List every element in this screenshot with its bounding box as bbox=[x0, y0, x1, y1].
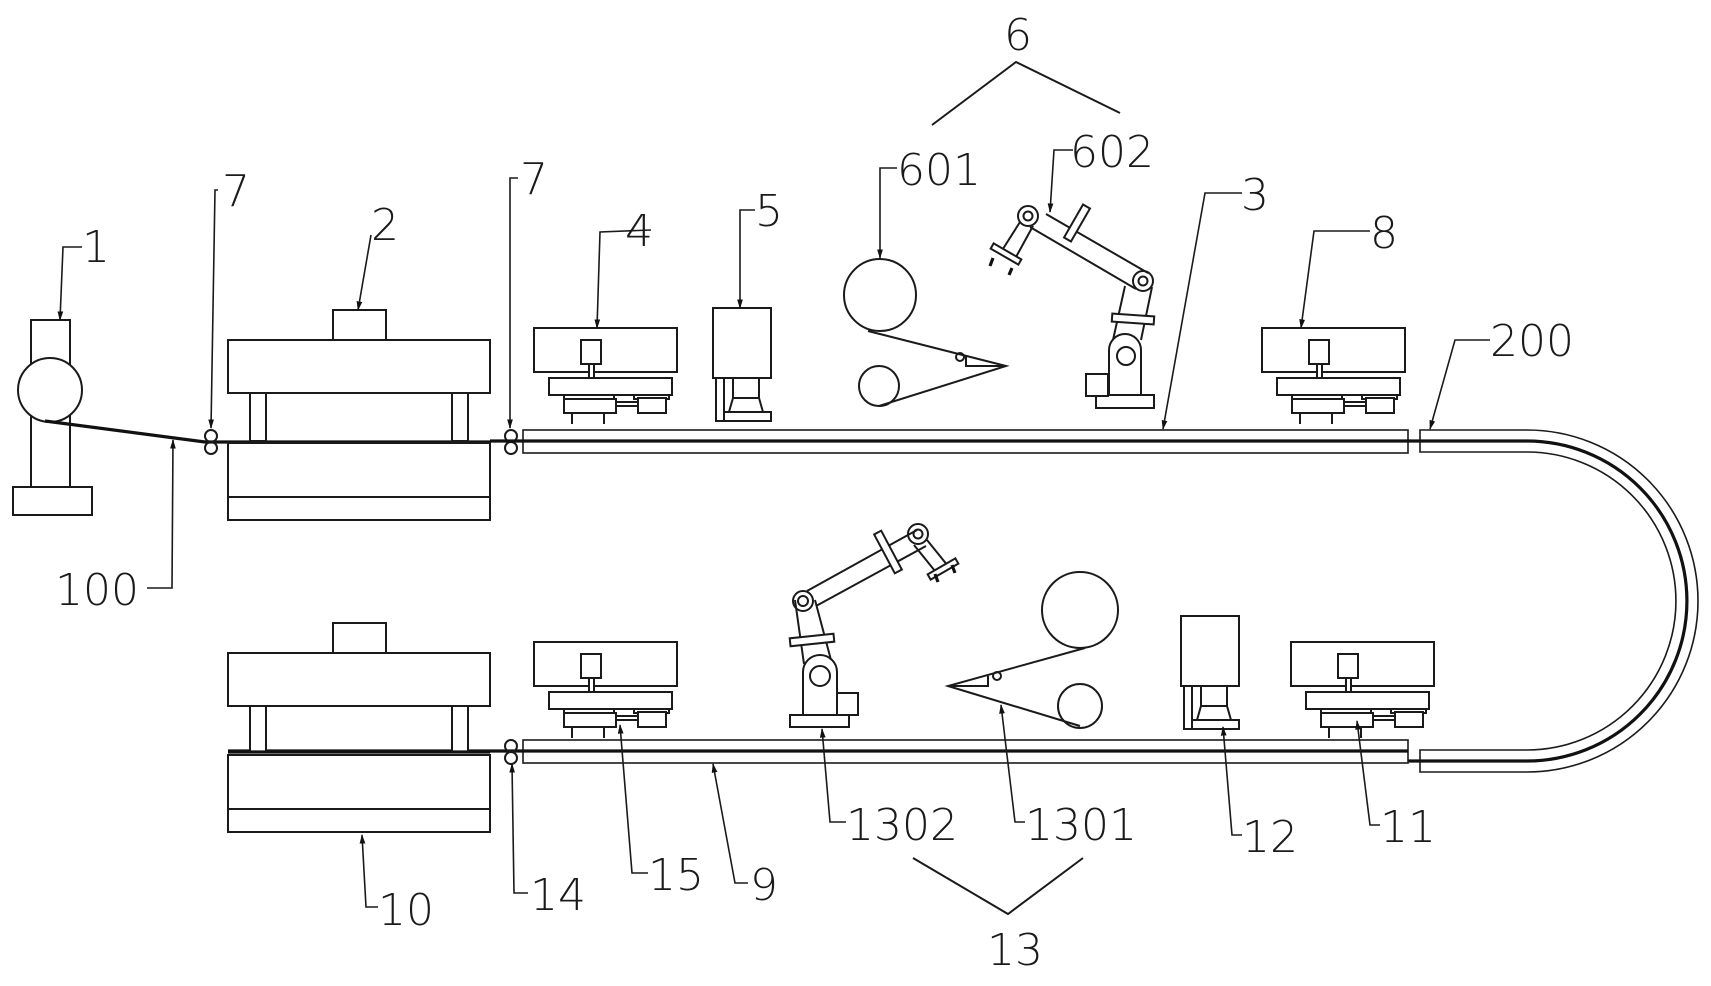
unit-plate bbox=[1305, 691, 1430, 710]
unit-rod bbox=[1343, 401, 1367, 407]
group-bracket-13 bbox=[912, 857, 1084, 916]
label-7-left: 7 bbox=[222, 166, 250, 217]
label-14: 14 bbox=[530, 870, 586, 921]
material-coil bbox=[17, 357, 83, 423]
unit-motor bbox=[580, 653, 602, 679]
unit-gripper-body bbox=[563, 712, 617, 728]
unit-rod bbox=[1372, 715, 1396, 721]
film-feeder-1301 bbox=[944, 571, 1119, 729]
unit-gripper-body bbox=[563, 398, 617, 414]
unit-plate bbox=[548, 691, 673, 710]
head-base bbox=[1191, 719, 1240, 730]
reference-labels: 1 7 7 2 4 5 6 601 602 3 8 200 100 10 14 … bbox=[55, 10, 1574, 976]
transfer-unit-15 bbox=[533, 641, 678, 738]
upper-conveyor bbox=[490, 429, 1409, 454]
transfer-unit-4 bbox=[533, 327, 678, 424]
unit-shaft bbox=[1316, 363, 1323, 379]
unit-plate bbox=[548, 377, 673, 396]
unit-rod bbox=[615, 715, 639, 721]
robot-arm-1302 bbox=[788, 523, 960, 728]
leader-lines bbox=[57, 149, 1490, 908]
processing-head-5 bbox=[712, 307, 772, 422]
head-housing bbox=[712, 307, 772, 379]
film-feeder-601 bbox=[843, 258, 1010, 407]
head-nozzle bbox=[727, 397, 765, 413]
unit-motor bbox=[1308, 339, 1330, 365]
label-10: 10 bbox=[378, 885, 434, 936]
label-1301: 1301 bbox=[1025, 800, 1137, 851]
unit-shaft bbox=[588, 677, 595, 693]
label-7-right: 7 bbox=[520, 154, 548, 205]
unit-shaft bbox=[1345, 677, 1352, 693]
press-lower bbox=[227, 622, 491, 833]
material-strip bbox=[44, 419, 490, 444]
label-602: 602 bbox=[1070, 127, 1154, 178]
head-base bbox=[723, 411, 772, 422]
label-9: 9 bbox=[750, 860, 778, 911]
label-12: 12 bbox=[1242, 812, 1298, 863]
head-guide bbox=[1183, 685, 1193, 730]
press-cylinder bbox=[332, 622, 387, 654]
processing-head-12 bbox=[1180, 615, 1240, 730]
label-1302: 1302 bbox=[846, 800, 958, 851]
label-6: 6 bbox=[1004, 10, 1032, 61]
unit-motor bbox=[1337, 653, 1359, 679]
unit-housing bbox=[533, 641, 678, 687]
label-4: 4 bbox=[625, 206, 653, 257]
label-2: 2 bbox=[371, 200, 399, 251]
head-housing bbox=[1180, 615, 1240, 687]
unit-gripper-body bbox=[1291, 398, 1345, 414]
label-5: 5 bbox=[755, 186, 783, 237]
head-guide bbox=[715, 377, 725, 422]
unwinder bbox=[12, 319, 93, 516]
unit-housing bbox=[1261, 327, 1406, 373]
label-200: 200 bbox=[1490, 316, 1574, 367]
unit-plate bbox=[1276, 377, 1401, 396]
label-15: 15 bbox=[648, 850, 704, 901]
curved-conveyor bbox=[1408, 429, 1699, 773]
press-cylinder bbox=[332, 309, 387, 341]
label-8: 8 bbox=[1370, 208, 1398, 259]
label-13: 13 bbox=[987, 925, 1043, 976]
label-1: 1 bbox=[82, 222, 110, 273]
unit-shaft bbox=[588, 363, 595, 379]
unit-cylinder bbox=[637, 711, 667, 728]
unit-housing bbox=[533, 327, 678, 373]
unit-gripper-body bbox=[1320, 712, 1374, 728]
robot-arm-602 bbox=[988, 203, 1156, 409]
unit-housing bbox=[1290, 641, 1435, 687]
label-11: 11 bbox=[1380, 802, 1436, 853]
unit-rod bbox=[615, 401, 639, 407]
head-nozzle bbox=[1195, 705, 1233, 721]
unit-cylinder bbox=[1365, 397, 1395, 414]
unit-cylinder bbox=[637, 397, 667, 414]
label-100: 100 bbox=[55, 565, 139, 616]
group-bracket-6 bbox=[931, 60, 1121, 126]
unit-cylinder bbox=[1394, 711, 1424, 728]
label-3: 3 bbox=[1241, 170, 1269, 221]
transfer-unit-8 bbox=[1261, 327, 1406, 424]
transfer-unit-11 bbox=[1290, 641, 1435, 738]
press-upper bbox=[227, 309, 491, 521]
unit-motor bbox=[580, 339, 602, 365]
label-601: 601 bbox=[897, 145, 981, 196]
pinch-rollers-left bbox=[204, 429, 218, 455]
